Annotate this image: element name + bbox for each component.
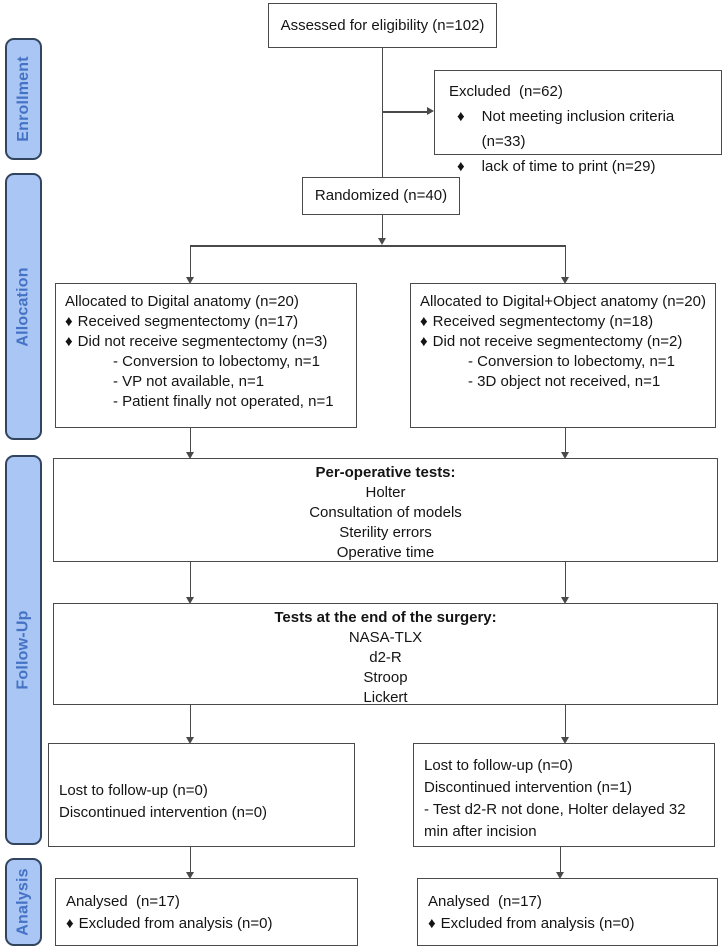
arrow-down-split-icon: [377, 238, 386, 245]
alloc-digital-bullet: ♦ Did not receive segmentectomy (n=3): [65, 332, 348, 352]
alloc-digital-bullet: ♦ Received segmentectomy (n=17): [65, 312, 348, 332]
alloc-digital-bullet-text: Did not receive segmentectomy (n=3): [77, 333, 328, 350]
arrow-down-perop-right-icon: [560, 452, 569, 459]
alloc-combined-bullet: ♦ Did not receive segmentectomy (n=2): [420, 332, 707, 352]
arrow-down-fu-left-icon: [185, 737, 194, 744]
analysed-right-box: Analysed (n=17) ♦ Excluded from analysis…: [417, 878, 718, 946]
alloc-digital-box: Allocated to Digital anatomy (n=20) ♦ Re…: [55, 283, 357, 428]
end-test-item: Stroop: [363, 669, 408, 686]
alloc-digital-subitem: - Conversion to lobectomy, n=1: [113, 353, 320, 370]
arrow-down-tests-left-icon: [185, 597, 194, 604]
diamond-bullet-icon: ♦: [428, 915, 436, 932]
perop-tests-box: Per-operative tests: Holter Consultation…: [53, 458, 718, 562]
end-test-item: Lickert: [363, 689, 408, 706]
stage-allocation-label: Allocation: [14, 266, 32, 347]
diamond-bullet-icon: ♦: [420, 333, 428, 350]
alloc-combined-bullet: ♦ Received segmentectomy (n=18): [420, 312, 707, 332]
alloc-combined-title: Allocated to Digital+Object anatomy (n=2…: [420, 293, 706, 310]
stage-analysis-label: Analysis: [14, 868, 32, 936]
analysed-right-title: Analysed (n=17): [428, 893, 542, 910]
connector-alloc-perop-right: [564, 428, 566, 453]
stage-follow-up-label: Follow-Up: [14, 610, 32, 690]
analysed-left-title: Analysed (n=17): [66, 893, 180, 910]
connector-split-right: [564, 245, 566, 278]
diamond-bullet-icon: ♦: [457, 108, 465, 125]
end-tests-title: Tests at the end of the surgery:: [274, 609, 497, 626]
excluded-item: ♦ lack of time to print (n=29): [449, 154, 715, 179]
followup-right-box: Lost to follow-up (n=0) Discontinued int…: [413, 743, 715, 847]
assessed-title: Assessed for eligibility (n=102): [280, 16, 485, 34]
arrow-down-tests-right-icon: [560, 597, 569, 604]
analysed-left-box: Analysed (n=17) ♦ Excluded from analysis…: [55, 878, 358, 946]
diamond-bullet-icon: ♦: [420, 313, 428, 330]
connector-split-horizontal: [189, 245, 566, 247]
assessed-box: Assessed for eligibility (n=102): [268, 3, 497, 48]
analysed-left-bullet-text: Excluded from analysis (n=0): [78, 915, 273, 932]
alloc-digital-subitem: - Patient finally not operated, n=1: [113, 393, 334, 410]
followup-left-line: Lost to follow-up (n=0): [59, 782, 208, 799]
alloc-combined-box: Allocated to Digital+Object anatomy (n=2…: [410, 283, 716, 428]
connector-assessed-randomized: [381, 48, 383, 177]
alloc-combined-subitem: - Conversion to lobectomy, n=1: [468, 353, 675, 370]
arrow-down-alloc-left-icon: [185, 277, 194, 284]
connector-randomized-split: [381, 215, 383, 239]
end-test-item: d2-R: [369, 649, 402, 666]
diamond-bullet-icon: ♦: [65, 333, 73, 350]
excluded-item-text: Not meeting inclusion criteria (n=33): [481, 108, 675, 150]
perop-test-item: Consultation of models: [309, 504, 462, 521]
diamond-bullet-icon: ♦: [66, 915, 74, 932]
diamond-bullet-icon: ♦: [65, 313, 73, 330]
excluded-item: ♦ Not meeting inclusion criteria (n=33): [449, 104, 715, 154]
perop-test-item: Operative time: [336, 544, 435, 561]
connector-to-excluded: [382, 111, 428, 113]
alloc-digital-title: Allocated to Digital anatomy (n=20): [65, 293, 299, 310]
followup-right-line: - Test d2-R not done, Holter delayed 32 …: [424, 801, 686, 840]
stage-enrollment-label: Enrollment: [14, 56, 32, 142]
excluded-title: Excluded (n=62): [449, 83, 563, 100]
followup-right-line: Discontinued intervention (n=1): [424, 779, 633, 796]
alloc-combined-subitem: - 3D object not received, n=1: [468, 373, 661, 390]
connector-fu-analysis-left: [189, 847, 191, 873]
randomized-title: Randomized (n=40): [314, 187, 448, 204]
analysed-right-bullet: ♦ Excluded from analysis (n=0): [428, 913, 709, 935]
diamond-bullet-icon: ♦: [457, 158, 465, 175]
arrow-down-alloc-right-icon: [560, 277, 569, 284]
stage-follow-up: Follow-Up: [5, 455, 42, 845]
excluded-box: Excluded (n=62) ♦ Not meeting inclusion …: [434, 70, 722, 175]
connector-perop-tests-right: [564, 562, 566, 597]
arrow-right-excluded-icon: [427, 106, 434, 115]
perop-test-item: Sterility errors: [339, 524, 432, 541]
randomized-box: Randomized (n=40): [302, 177, 460, 215]
end-tests-box: Tests at the end of the surgery: NASA-TL…: [53, 603, 718, 706]
arrow-down-fu-right-icon: [560, 737, 569, 744]
alloc-combined-bullet-text: Did not receive segmentectomy (n=2): [432, 333, 683, 350]
connector-alloc-perop-left: [189, 428, 191, 453]
arrow-down-perop-left-icon: [185, 452, 194, 459]
analysed-right-bullet-text: Excluded from analysis (n=0): [440, 915, 635, 932]
connector-perop-tests-left: [189, 562, 191, 597]
followup-left-box: Lost to follow-up (n=0) Discontinued int…: [48, 743, 355, 847]
analysed-left-bullet: ♦ Excluded from analysis (n=0): [66, 913, 349, 935]
connector-fu-analysis-right: [559, 847, 561, 873]
stage-allocation: Allocation: [5, 173, 42, 440]
perop-tests-title: Per-operative tests:: [315, 464, 456, 481]
excluded-item-text: lack of time to print (n=29): [481, 158, 656, 175]
alloc-combined-bullet-text: Received segmentectomy (n=18): [432, 313, 654, 330]
perop-test-item: Holter: [365, 484, 406, 501]
connector-split-left: [189, 245, 191, 278]
followup-right-line: Lost to follow-up (n=0): [424, 757, 573, 774]
stage-enrollment: Enrollment: [5, 38, 42, 160]
connector-tests-fu-right: [564, 705, 566, 738]
end-test-item: NASA-TLX: [348, 629, 423, 646]
arrow-down-analysis-left-icon: [185, 872, 194, 879]
stage-analysis: Analysis: [5, 858, 42, 946]
arrow-down-analysis-right-icon: [555, 872, 564, 879]
connector-tests-fu-left: [189, 705, 191, 738]
alloc-digital-bullet-text: Received segmentectomy (n=17): [77, 313, 299, 330]
followup-left-line: Discontinued intervention (n=0): [59, 804, 268, 821]
alloc-digital-subitem: - VP not available, n=1: [113, 373, 265, 390]
